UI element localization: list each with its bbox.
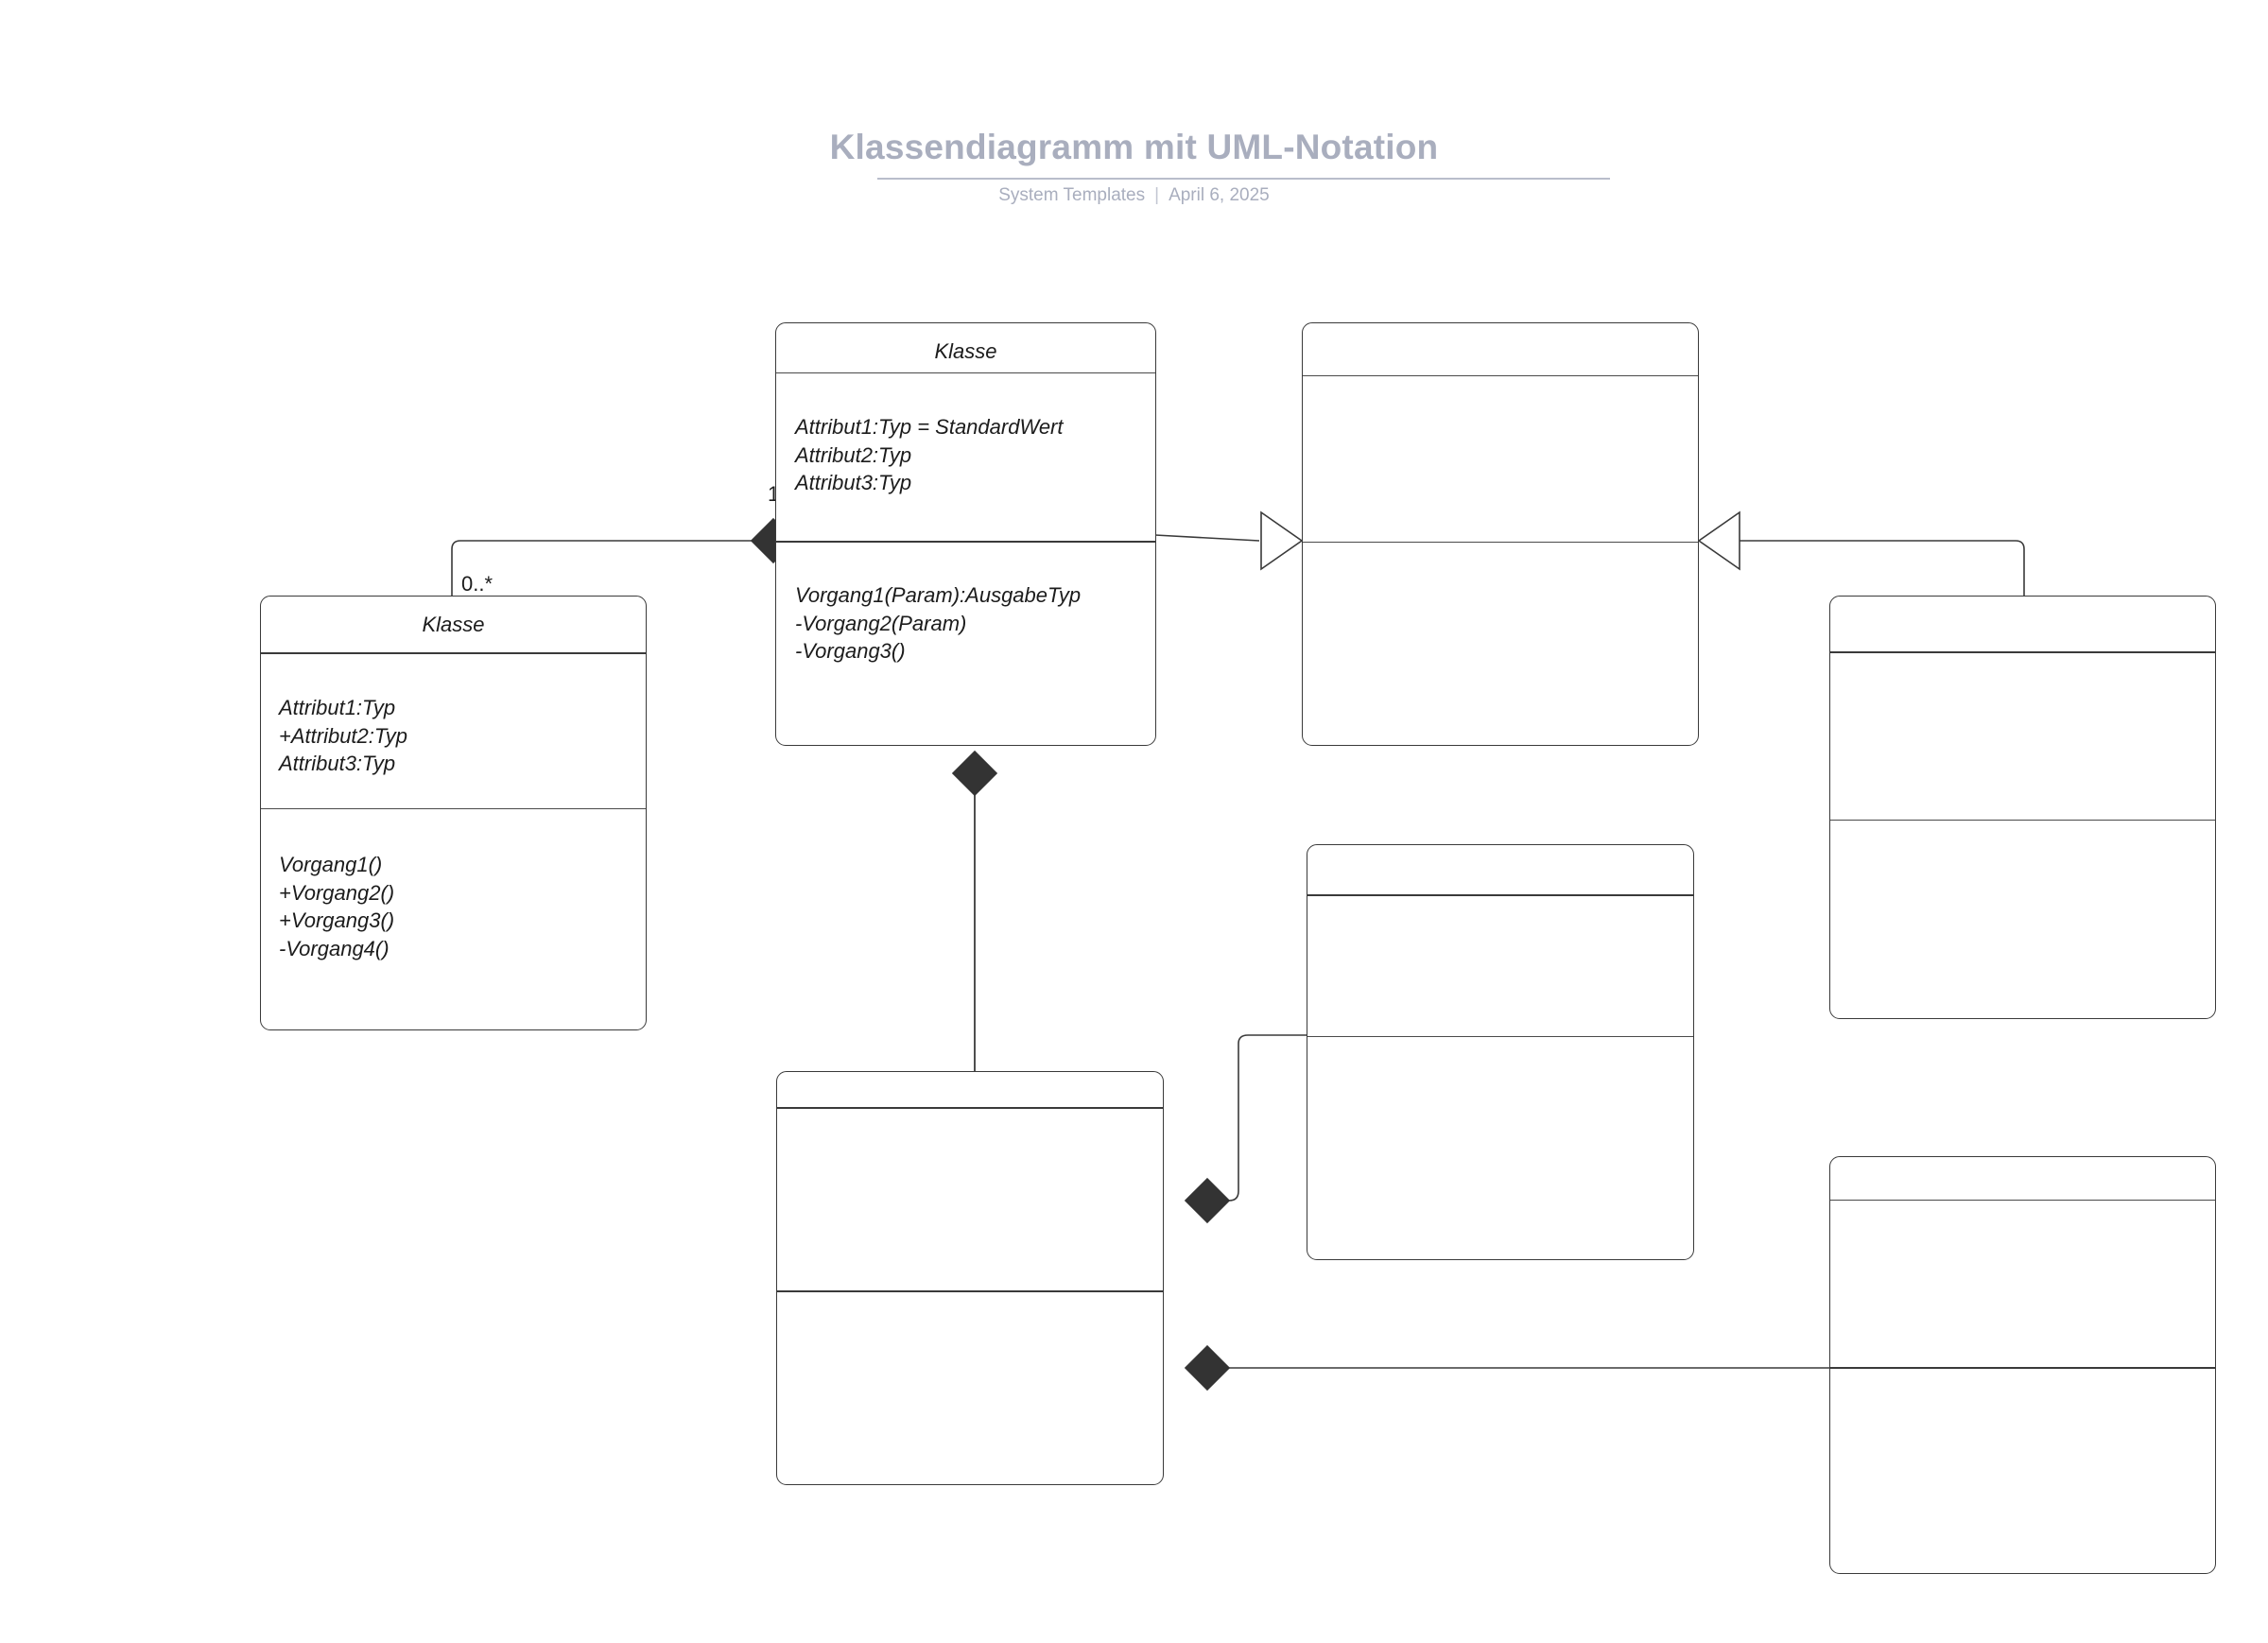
operation-row: +Vorgang3() (279, 908, 395, 932)
composition-line-bottomcenter-to-midright (1207, 1034, 1307, 1202)
operation-row: Vorgang1() (279, 853, 383, 876)
uml-class-top-right[interactable] (1302, 322, 1699, 746)
operation-row: -Vorgang2(Param) (795, 611, 967, 635)
page-title: Klassendiagramm mit UML-Notation (829, 128, 1439, 166)
class-divider-attrs-ops-far-right (1830, 820, 2215, 822)
subtitle-source: System Templates (998, 185, 1146, 205)
multiplicity-label-many: 0..* (461, 572, 493, 596)
class-operations-left: Vorgang1() +Vorgang2() +Vorgang3() -Vorg… (279, 851, 394, 962)
attribute-row: Attribut1:Typ (279, 696, 396, 719)
operation-row: -Vorgang3() (795, 639, 906, 663)
attribute-row: Attribut2:Typ (795, 442, 912, 467)
uml-class-far-right[interactable] (1829, 596, 2216, 1019)
composition-line-center-to-left (451, 540, 752, 596)
class-operations-center: Vorgang1(Param):AusgabeTyp -Vorgang2(Par… (795, 581, 1081, 666)
composition-diamond-center-bottom (951, 750, 998, 797)
document-header: Klassendiagramm mit UML-Notation System … (0, 0, 2268, 246)
class-divider-name-attrs-left (261, 652, 646, 654)
generalization-arrowhead-topright-right (1697, 510, 1740, 571)
uml-class-bottom-right[interactable] (1829, 1156, 2216, 1574)
class-attributes-center: Attribut1:Typ = StandardWert Attribut2:T… (795, 413, 1064, 497)
uml-class-center[interactable]: Klasse Attribut1:Typ = StandardWert Attr… (775, 322, 1156, 746)
class-divider-attrs-ops-top-right (1303, 542, 1698, 544)
uml-class-left[interactable]: Klasse Attribut1:Typ +Attribut2:Typ Attr… (260, 596, 647, 1030)
attribute-row: Attribut3:Typ (795, 471, 912, 494)
subtitle-separator: | (1154, 185, 1160, 205)
class-divider-attrs-ops-left (261, 808, 646, 810)
generalization-line-farright-to-topright (1740, 540, 2025, 596)
operation-row: +Vorgang2() (279, 880, 395, 905)
operation-row: Vorgang1(Param):AusgabeTyp (795, 583, 1082, 607)
class-divider-name-attrs-mid-right (1307, 894, 1693, 896)
operation-row: -Vorgang4() (279, 936, 390, 960)
class-divider-attrs-ops-mid-right (1307, 1036, 1693, 1038)
subtitle-date: April 6, 2025 (1169, 185, 1270, 205)
composition-diamond-bottomcenter-lower (1184, 1344, 1231, 1392)
class-attributes-left: Attribut1:Typ +Attribut2:Typ Attribut3:T… (279, 694, 407, 778)
uml-class-mid-right[interactable] (1307, 844, 1694, 1260)
class-divider-name-attrs-top-right (1303, 375, 1698, 377)
attribute-row: +Attribut2:Typ (279, 723, 407, 748)
title-underline-rule (877, 178, 1610, 180)
class-divider-attrs-ops-center (776, 541, 1155, 543)
class-divider-attrs-ops-bottom-center (777, 1290, 1163, 1292)
class-name-left: Klasse (422, 613, 485, 636)
composition-diamond-bottomcenter-upper (1184, 1177, 1231, 1224)
class-divider-name-attrs-center (776, 372, 1155, 374)
attribute-row: Attribut1:Typ = StandardWert (795, 415, 1064, 439)
class-divider-name-attrs-far-right (1830, 651, 2215, 653)
class-name-center: Klasse (934, 339, 997, 363)
generalization-line-center-to-topright (1154, 534, 1260, 542)
generalization-arrowhead-topright-left (1260, 510, 1304, 571)
class-divider-name-attrs-bottom-right (1830, 1200, 2215, 1202)
class-divider-attrs-ops-bottom-right (1830, 1367, 2215, 1369)
class-divider-name-attrs-bottom-center (777, 1107, 1163, 1109)
uml-class-bottom-center[interactable] (776, 1071, 1164, 1485)
attribute-row: Attribut3:Typ (279, 752, 396, 775)
document-subtitle: System Templates | April 6, 2025 (0, 185, 2268, 206)
